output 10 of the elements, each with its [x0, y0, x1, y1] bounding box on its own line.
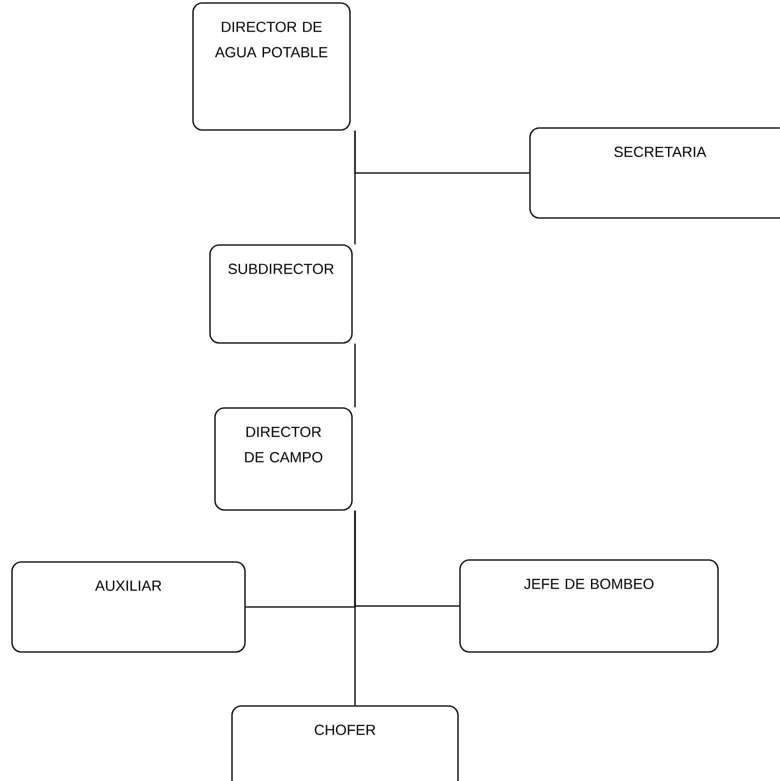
org-box: SUBDIRECTOR	[209, 244, 353, 344]
org-box: CHOFER	[231, 705, 459, 781]
org-box: SECRETARIA	[529, 127, 780, 219]
org-box: JEFE DE BOMBEO	[459, 559, 719, 653]
connector-line	[354, 510, 356, 706]
org-box: DIRECTOR DE CAMPO	[214, 407, 353, 511]
connector-line	[354, 130, 356, 244]
org-box: DIRECTOR DE AGUA POTABLE	[192, 2, 351, 131]
org-box: AUXILIAR	[11, 561, 246, 653]
connector-line	[354, 344, 356, 408]
